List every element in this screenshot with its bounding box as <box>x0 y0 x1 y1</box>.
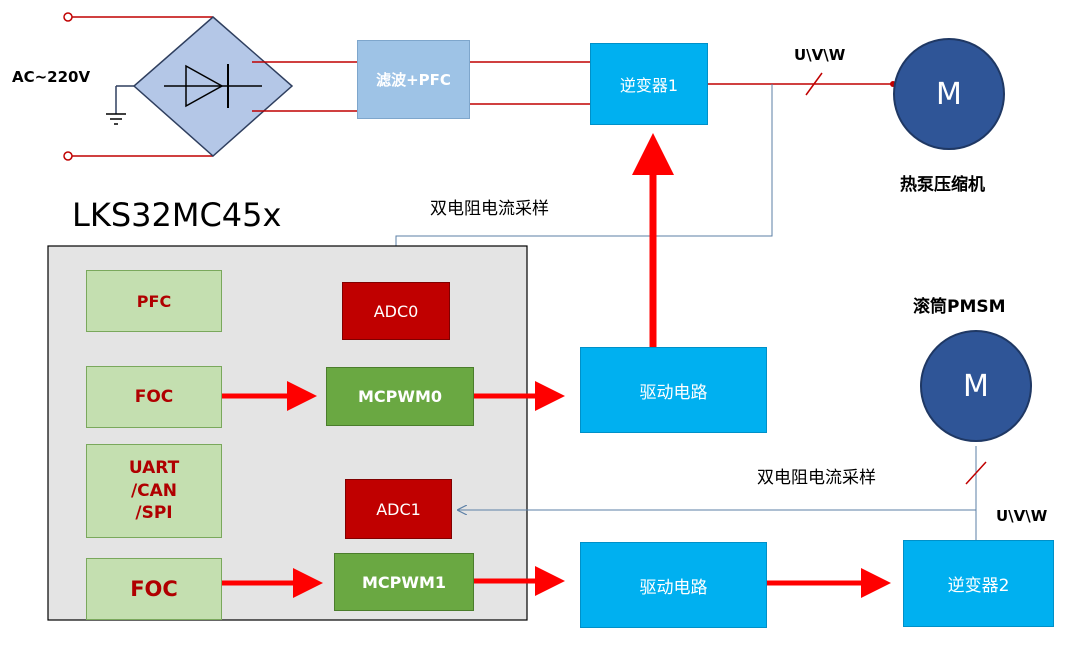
inverter1-block: 逆变器1 <box>590 43 708 125</box>
current-sense-line-bottom <box>458 510 977 540</box>
driver-block-bottom: 驱动电路 <box>580 542 767 628</box>
dc-bus-wires <box>252 61 590 112</box>
inverter2-block: 逆变器2 <box>903 540 1054 627</box>
uart-can-spi-label: UART /CAN /SPI <box>128 457 180 524</box>
current-sense-label-top: 双电阻电流采样 <box>430 199 549 219</box>
uvw-label-top: U\V\W <box>794 46 846 64</box>
mcpwm0-block: MCPWM0 <box>326 367 474 426</box>
pfc-block: PFC <box>86 270 222 332</box>
ground-symbol <box>106 85 134 125</box>
mcpwm1-block: MCPWM1 <box>334 553 474 611</box>
adc1-block: ADC1 <box>345 479 452 539</box>
motor-top: M <box>893 38 1005 150</box>
chip-title: LKS32MC45x <box>72 196 282 234</box>
uvw-label-bottom: U\V\W <box>996 507 1048 525</box>
inverter2-output <box>965 446 987 540</box>
foc1-block: FOC <box>86 558 222 620</box>
inverter1-output <box>708 72 896 96</box>
ac-input-label: AC~220V <box>12 68 91 86</box>
motor-bottom-caption: 滚筒PMSM <box>913 297 1006 317</box>
filter-pfc-block: 滤波+PFC <box>357 40 470 119</box>
rectifier-bridge <box>132 16 294 158</box>
foc0-block: FOC <box>86 366 222 428</box>
ac-input-wires <box>63 12 213 161</box>
uart-can-spi-block: UART /CAN /SPI <box>86 444 222 538</box>
driver-block-top: 驱动电路 <box>580 347 767 433</box>
motor-bottom: M <box>920 330 1032 442</box>
current-sense-label-bottom: 双电阻电流采样 <box>757 468 876 488</box>
adc0-block: ADC0 <box>342 282 450 340</box>
motor-top-caption: 热泵压缩机 <box>900 175 985 195</box>
